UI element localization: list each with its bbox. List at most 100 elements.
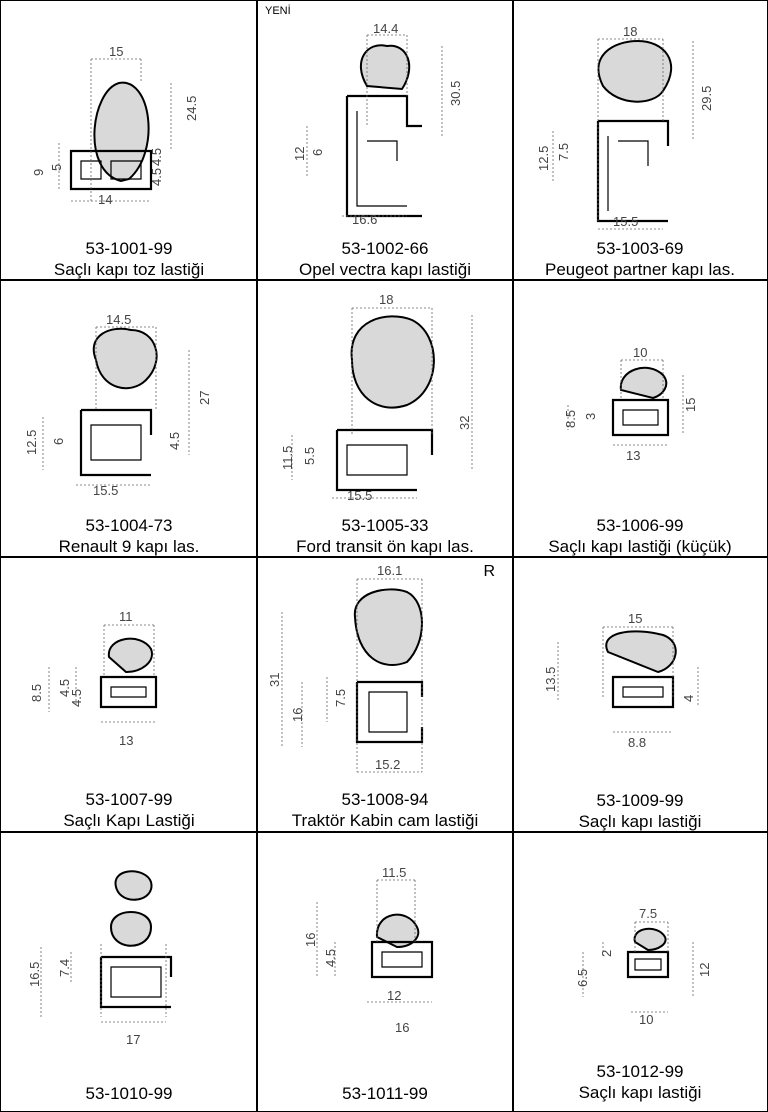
- product-cell: 11 8.5 4.5 4.5 13 53-1007-99 Saçlı Kapı …: [0, 556, 258, 833]
- product-cell: YENİ 14.4 30.5 12 6 16.6 53-1002-66 Opel…: [256, 0, 514, 281]
- seal-drawing: 15 13.5 4 8.8: [543, 611, 699, 750]
- product-name: Saçlı kapı lastiği: [578, 812, 702, 831]
- product-cell: 10 15 8.5 3 13 53-1006-99 Saçlı kapı las…: [512, 279, 768, 558]
- product-code: 53-1011-99: [342, 1084, 428, 1103]
- dim-label: 6: [310, 149, 325, 156]
- product-cell: 15 24.5 9 5 4.5 4.5 14 53-1001-99 Saçlı …: [0, 0, 258, 281]
- product-code: 53-1001-99: [85, 239, 173, 258]
- dim-label: 32: [457, 416, 472, 430]
- dim-label: 9: [31, 169, 46, 176]
- dim-label: 13: [626, 448, 640, 463]
- product-name: Saçlı Kapı Lastiği: [63, 811, 195, 830]
- product-code: 53-1003-69: [596, 239, 684, 258]
- product-cell: 15 13.5 4 8.8 53-1009-99 Saçlı kapı last…: [512, 556, 768, 833]
- badge-r: R: [483, 563, 495, 580]
- dim-label: 5: [49, 164, 64, 171]
- product-cell: 16.5 7.4 17 53-1010-99: [0, 831, 258, 1112]
- dim-label: 13.5: [543, 667, 558, 692]
- product-name: Peugeot partner kapı las.: [545, 260, 735, 279]
- seal-drawing: 16.1 31 16 7.5 15.2: [267, 563, 424, 773]
- product-name: Traktör Kabin cam lastiği: [291, 811, 479, 830]
- product-name: Ford transit ön kapı las.: [296, 537, 474, 556]
- dim-label: 10: [633, 345, 647, 360]
- dim-label: 3: [583, 413, 598, 420]
- product-code: 53-1010-99: [85, 1084, 173, 1103]
- dim-label: 5.5: [302, 447, 317, 465]
- seal-drawing: 14.4 30.5 12 6 16.6: [292, 21, 463, 227]
- dim-label: 31: [267, 673, 282, 687]
- dim-label: 15: [683, 398, 698, 412]
- product-code: 53-1002-66: [341, 239, 429, 258]
- dim-label: 12: [387, 988, 401, 1003]
- dim-label: 16: [395, 1020, 409, 1035]
- product-cell: 18 29.5 12.5 7.5 15.5 53-1003-69 Peugeot…: [512, 0, 768, 281]
- dim-label: 2: [599, 950, 614, 957]
- product-cell: 18 32 11.5 5.5 15.5 53-1005-33 Ford tran…: [256, 279, 514, 558]
- dim-label: 16.6: [352, 212, 377, 227]
- dim-label: 4.5: [149, 168, 164, 186]
- dim-label: 4: [681, 695, 696, 702]
- dim-label: 4.5: [323, 949, 338, 967]
- dim-label: 18: [379, 292, 393, 307]
- product-name: Saçlı kapı lastiği: [578, 1083, 702, 1102]
- product-code: 53-1006-99: [596, 516, 684, 535]
- seal-drawing: 10 15 8.5 3 13: [563, 345, 698, 463]
- dim-label: 15.5: [93, 483, 118, 498]
- dim-label: 10: [639, 1012, 653, 1027]
- seal-drawing: 15 24.5 9 5 4.5 4.5 14: [31, 44, 199, 207]
- dim-label: 11.5: [280, 446, 295, 470]
- new-badge: YENİ: [265, 5, 291, 17]
- dim-label: 17: [126, 1032, 140, 1047]
- product-name: Saçlı kapı lastiği (küçük): [548, 537, 732, 556]
- seal-drawing: 18 32 11.5 5.5 15.5: [280, 292, 473, 503]
- dim-label: 29.5: [699, 86, 714, 111]
- product-cell: 7.5 2 6.5 12 10 53-1012-99 Saçlı kapı la…: [512, 831, 768, 1112]
- dim-label: 24.5: [184, 96, 199, 121]
- dim-label: 8.5: [29, 684, 44, 702]
- product-code: 53-1007-99: [85, 790, 173, 809]
- dim-label: 8.5: [563, 410, 578, 428]
- dim-label: 7.5: [639, 906, 657, 921]
- dim-label: 15.2: [375, 757, 400, 772]
- dim-label: 12: [292, 147, 307, 161]
- dim-label: 11: [119, 609, 133, 624]
- dim-label: 16.5: [27, 962, 42, 987]
- dim-label: 30.5: [448, 81, 463, 106]
- dim-label: 15: [109, 44, 123, 59]
- seal-drawing: 16.5 7.4 17: [27, 870, 173, 1047]
- dim-label: 14: [98, 192, 112, 207]
- dim-label: 15.5: [347, 488, 372, 503]
- dim-label: 15.5: [613, 214, 638, 229]
- dim-label: 12.5: [536, 146, 551, 171]
- product-name: Renault 9 kapı las.: [58, 537, 200, 556]
- dim-label: 18: [623, 24, 637, 39]
- dim-label: 4.5: [167, 432, 182, 450]
- dim-label: 4.5: [149, 148, 164, 166]
- seal-drawing: 11.5 16 4.5 12 16: [303, 865, 434, 1035]
- product-name: Opel vectra kapı lastiği: [299, 260, 471, 279]
- product-cell: 11.5 16 4.5 12 16 53-1011-99: [256, 831, 514, 1112]
- dim-label: 8.8: [628, 735, 646, 750]
- dim-label: 7.5: [556, 143, 571, 161]
- dim-label: 6.5: [575, 969, 590, 987]
- dim-label: 13: [119, 733, 133, 748]
- product-code: 53-1004-73: [85, 516, 173, 535]
- dim-label: 4.5: [57, 679, 72, 697]
- seal-drawing: 11 8.5 4.5 4.5 13: [29, 609, 158, 748]
- dim-label: 16.1: [377, 563, 402, 578]
- dim-label: 11.5: [382, 865, 406, 880]
- product-code: 53-1012-99: [596, 1062, 684, 1081]
- dim-label: 27: [197, 391, 212, 405]
- dim-label: 7.4: [57, 959, 72, 977]
- product-code: 53-1009-99: [596, 791, 684, 810]
- seal-drawing: 18 29.5 12.5 7.5 15.5: [536, 24, 714, 230]
- dim-label: 4.5: [69, 689, 84, 707]
- dim-label: 6: [51, 438, 66, 445]
- seal-drawing: 14.5 27 12.5 6 4.5 15.5: [24, 312, 212, 498]
- dim-label: 12.5: [24, 430, 39, 455]
- product-code: 53-1008-94: [341, 790, 429, 809]
- dim-label: 16: [290, 708, 305, 722]
- dim-label: 7.5: [333, 689, 348, 707]
- dim-label: 15: [628, 611, 642, 626]
